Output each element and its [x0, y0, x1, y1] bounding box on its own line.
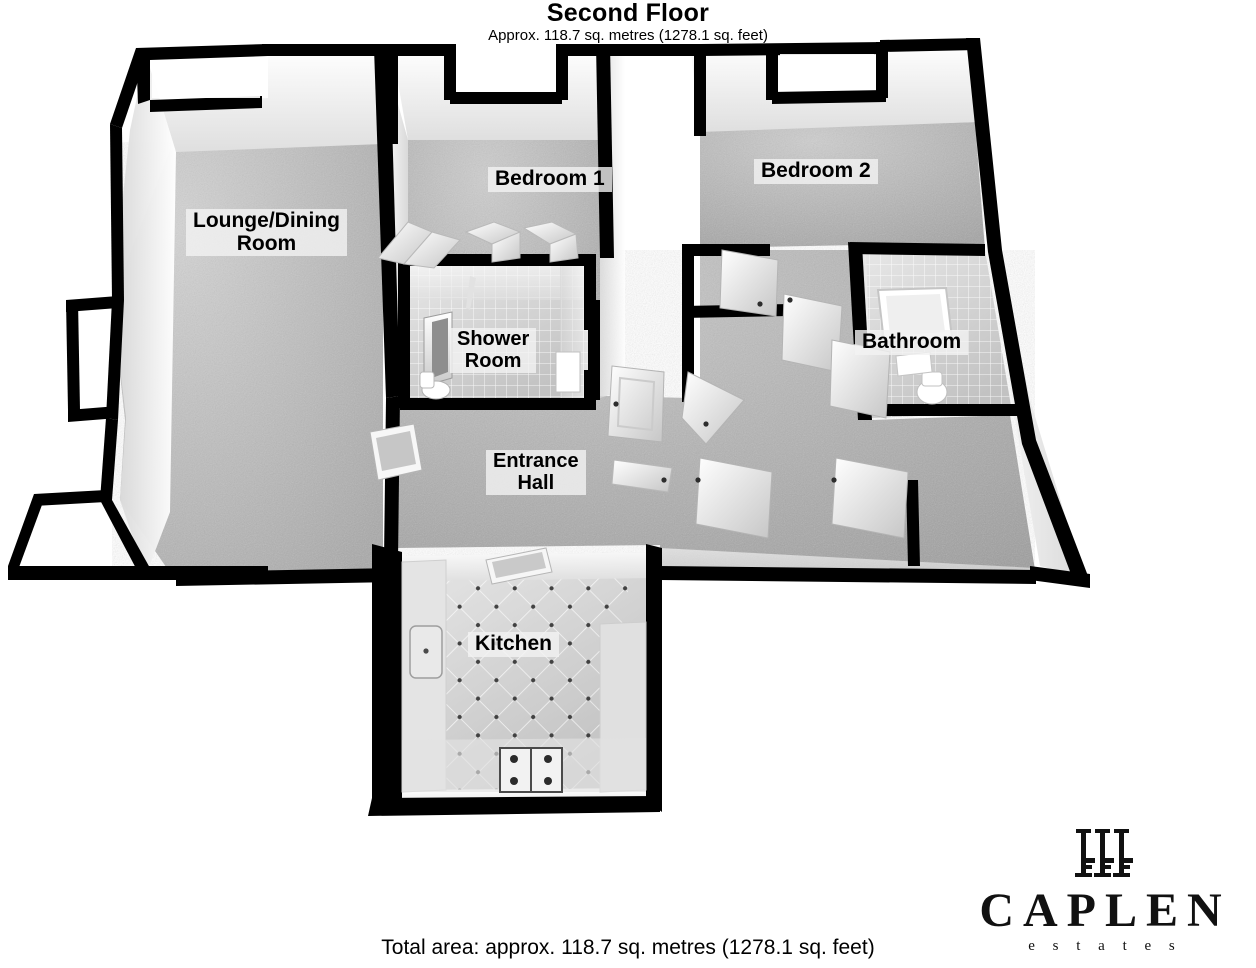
room-label-shower-room: Shower Room — [450, 328, 537, 374]
bathroom-fixtures — [876, 286, 954, 405]
room-label-entrance-hall: Entrance Hall — [486, 450, 586, 496]
logo-brand-text: CAPLEN — [979, 884, 1231, 937]
shower-room-fixtures — [419, 276, 581, 400]
room-label-bedroom-2: Bedroom 2 — [754, 159, 878, 184]
caplen-estates-logo: CAPLEN e s t a t e s — [960, 828, 1250, 954]
room-bedroom-2 — [700, 122, 985, 250]
internal-doors — [607, 249, 909, 539]
bay-window-recesses — [152, 54, 874, 98]
entrance-hall-radiator — [369, 423, 423, 481]
total-area-text: Total area: approx. 118.7 sq. metres (12… — [381, 936, 875, 959]
wall-outlines — [8, 38, 1090, 816]
room-label-bathroom: Bathroom — [855, 330, 969, 355]
kitchen-fixtures — [401, 547, 647, 793]
room-label-kitchen: Kitchen — [468, 632, 560, 657]
logo-tagline-text: e s t a t e s — [1028, 938, 1182, 954]
room-label-bedroom-1: Bedroom 1 — [488, 167, 612, 192]
approx-area-text: Approx. 118.7 sq. metres (1278.1 sq. fee… — [488, 27, 768, 44]
room-kitchen — [392, 552, 648, 800]
three-keys-icon — [960, 828, 1250, 885]
room-label-lounge-dining-room: Lounge/Dining Room — [186, 209, 347, 257]
page-title: Second Floor — [546, 0, 710, 27]
bedroom-1-wardrobe-doors — [377, 221, 579, 269]
